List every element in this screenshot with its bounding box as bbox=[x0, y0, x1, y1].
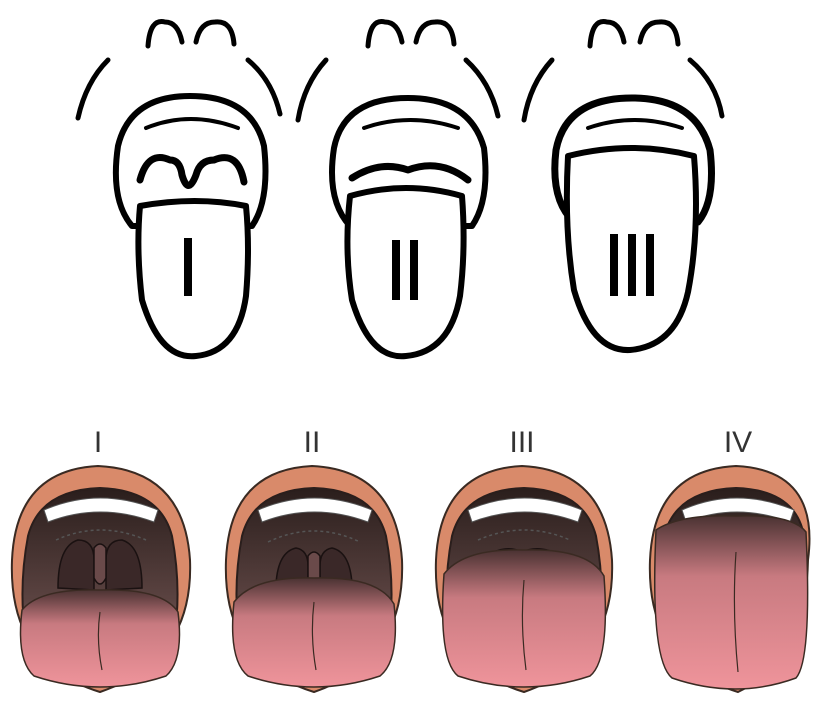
mouth-class-4 bbox=[650, 466, 810, 692]
uvula bbox=[94, 544, 106, 584]
face-outline-right bbox=[248, 60, 280, 114]
face-outline-left bbox=[524, 60, 552, 120]
class-label-2: II bbox=[304, 426, 321, 459]
tongue-outline bbox=[347, 188, 463, 356]
mouth-class-2 bbox=[226, 466, 402, 692]
uvula-pillars bbox=[140, 158, 244, 186]
tongue bbox=[233, 578, 396, 687]
eyebrow-left-icon bbox=[148, 22, 182, 47]
numeral-bar-2 bbox=[628, 234, 636, 296]
eyebrow-right-icon bbox=[196, 22, 234, 44]
class-label-1: I bbox=[94, 426, 102, 459]
face-outline-left bbox=[298, 60, 326, 120]
tongue bbox=[443, 550, 606, 687]
mouth-class-3 bbox=[436, 466, 612, 692]
numeral-bar-1 bbox=[610, 234, 618, 296]
class-label-3: III bbox=[509, 426, 534, 459]
face-outline-right bbox=[690, 60, 722, 116]
face-outline-right bbox=[466, 60, 498, 116]
tongue-outline bbox=[138, 201, 248, 356]
mouth-class-1 bbox=[12, 466, 190, 692]
eyebrow-left-icon bbox=[590, 22, 624, 47]
tongue bbox=[21, 590, 180, 687]
eyebrow-left-icon bbox=[368, 22, 402, 47]
class-label-4: IV bbox=[724, 426, 752, 459]
face-outline-left bbox=[78, 60, 108, 118]
upper-teeth bbox=[364, 120, 458, 128]
upper-teeth bbox=[588, 120, 682, 128]
numeral-bar-3 bbox=[646, 234, 654, 296]
numeral-bar-1 bbox=[392, 240, 400, 300]
tongue bbox=[655, 516, 808, 689]
sketch-class-3 bbox=[524, 22, 722, 351]
numeral-bar-2 bbox=[410, 240, 418, 300]
soft-palate bbox=[352, 166, 468, 180]
eyebrow-right-icon bbox=[640, 22, 678, 44]
sketch-class-2 bbox=[298, 22, 498, 357]
eyebrow-right-icon bbox=[416, 22, 454, 44]
numeral-bar-1 bbox=[184, 238, 192, 296]
upper-teeth bbox=[146, 119, 238, 128]
sketch-class-1 bbox=[78, 22, 280, 357]
